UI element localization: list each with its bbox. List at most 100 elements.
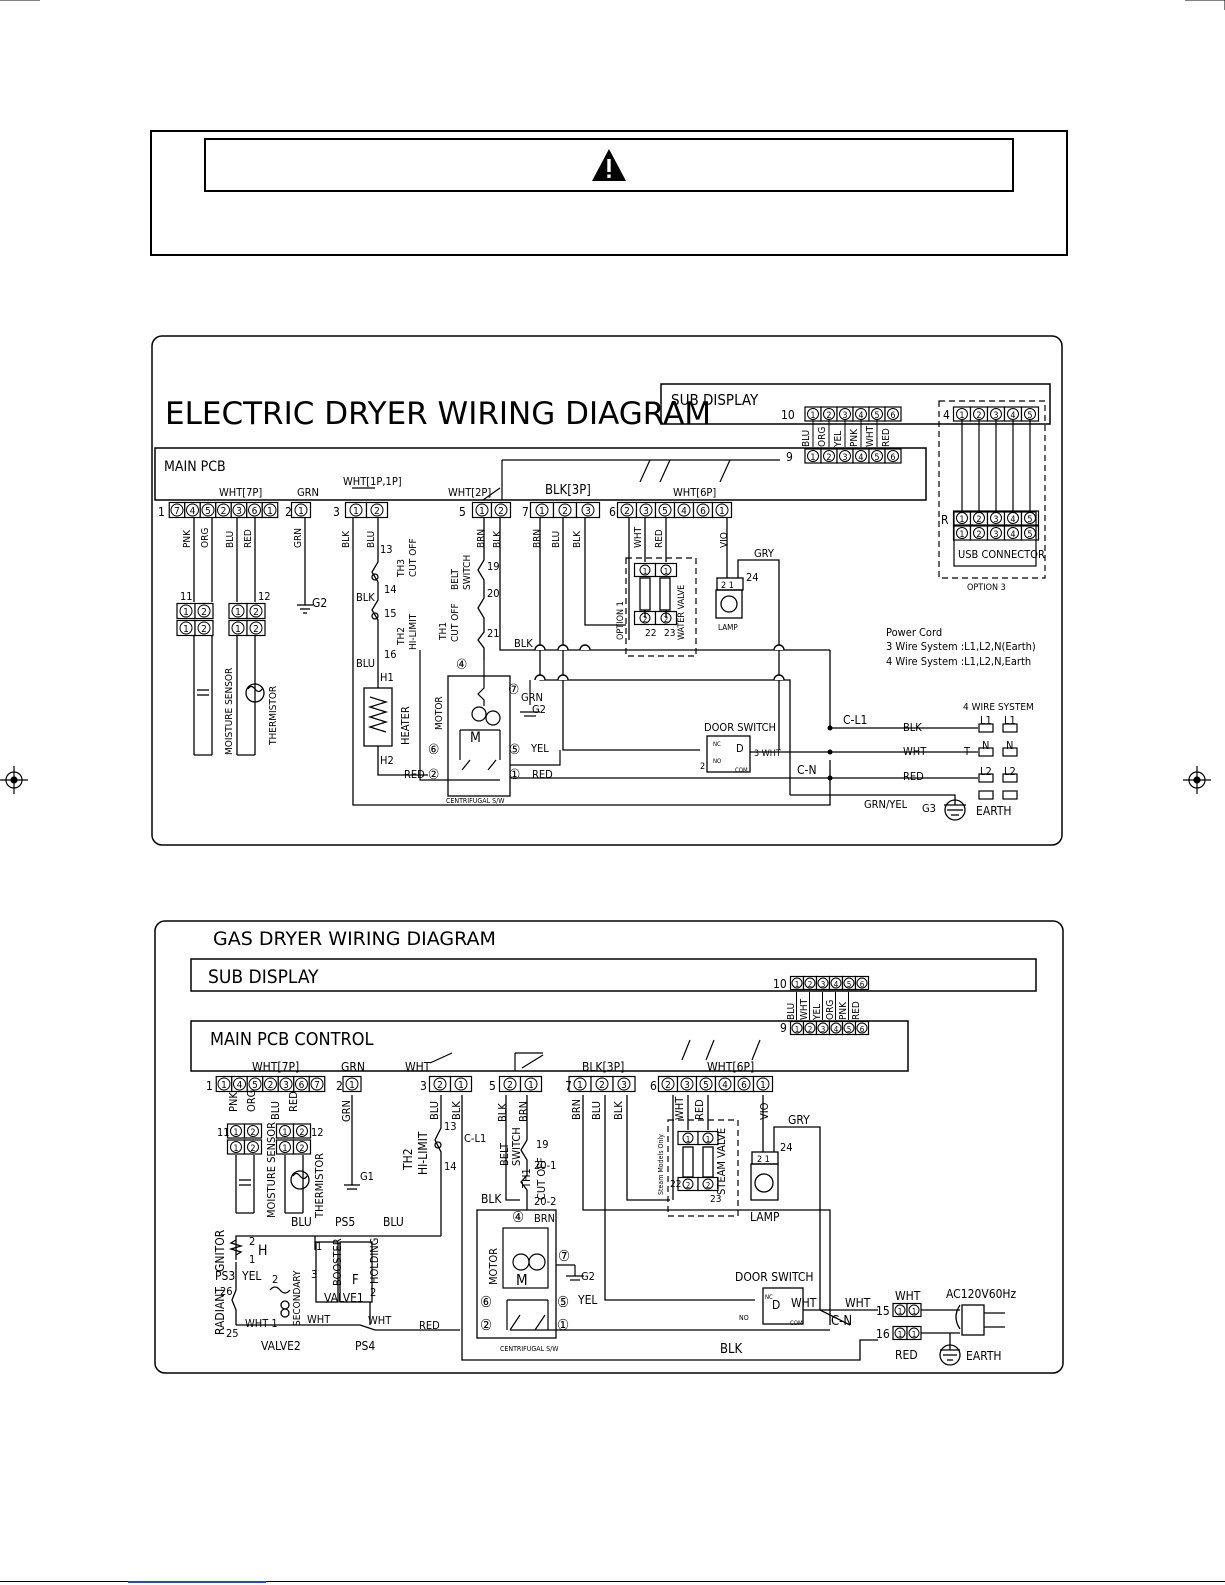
label: 1 (249, 1253, 255, 1266)
label: GRN/YEL (864, 798, 908, 811)
connector-pin-ring (232, 503, 246, 517)
sub-wire-color-label: WHT (799, 998, 810, 1020)
connector-pin-number: 1 (643, 567, 648, 576)
warning-triangle-icon (592, 149, 626, 181)
label: G2 (312, 596, 327, 610)
connector-pin-ring (197, 604, 211, 618)
connector-pin-number: 3 (842, 411, 847, 421)
connector-pin-number: 1 (912, 1307, 917, 1316)
water-valve-label: WATER VALVE (677, 585, 687, 640)
label: ORG (245, 1090, 258, 1112)
connector-pin-ring (454, 1077, 468, 1091)
label: BLU (383, 1215, 404, 1229)
connector-pin-number: 2 (201, 607, 207, 618)
label: RED (895, 1348, 918, 1362)
label: ⑤ (557, 1293, 569, 1311)
connector-pin-number: 2 (221, 506, 227, 517)
connector-pin-ring (715, 503, 729, 517)
registration-mark-left (0, 766, 28, 794)
steam-valve-label: STEAM VALVE (715, 1128, 728, 1195)
connector-pin-number: 6 (700, 506, 706, 517)
gas-motor-label: MOTOR (487, 1248, 500, 1285)
label: WHT[7P] (219, 486, 262, 499)
label: RED (532, 768, 553, 781)
connector-pin-number: 2 (299, 1128, 304, 1138)
connector-pin-number: 1 (282, 1144, 287, 1154)
label: C-N (797, 763, 817, 777)
label: BLK (481, 1192, 502, 1206)
label: BLK (341, 530, 352, 548)
connector-pin-number: 6 (890, 411, 895, 421)
connector-pin-number: 6 (890, 453, 895, 463)
connector-pin-number: 1 (898, 1330, 903, 1339)
connector-pin-number: 1 (959, 411, 964, 421)
connector-pin-ring (231, 604, 245, 618)
label: CUT OFF (408, 538, 419, 577)
connector-pin-ring (1024, 408, 1036, 420)
connector-pin-number: 5 (847, 1025, 852, 1034)
sub-wire-color-label: PNK (849, 428, 860, 447)
connector-pin-number: 2 (498, 506, 504, 517)
label: GRY (788, 1113, 810, 1127)
connector-pin-ring (661, 1077, 675, 1091)
connector-pin-ring (990, 527, 1002, 539)
connector-pin-ring (263, 503, 277, 517)
label: VALVE2 (261, 1339, 301, 1353)
label: G3 (922, 802, 936, 815)
label: H1 (380, 671, 394, 684)
option3-label: OPTION 3 (967, 583, 1006, 593)
connector-pin (575, 501, 601, 519)
connector-pin-ring (658, 503, 672, 517)
label: 4 Wire System :L1,L2,N,Earth (886, 655, 1031, 668)
connector-pin-ring (279, 1141, 291, 1153)
connector-pin-ring (956, 408, 968, 420)
connector-pin-ring (823, 450, 835, 462)
label: L2 (1004, 765, 1016, 778)
label: 2 (285, 505, 292, 519)
connector-pin-number: 3 (684, 1080, 690, 1091)
connector-pin-number: 2 (374, 506, 380, 517)
label: T (963, 745, 971, 758)
gas-sub-display-label: SUB DISPLAY (208, 966, 319, 988)
connector-pin-ring (856, 977, 868, 989)
connector-pin-ring (791, 1022, 803, 1034)
label: 9 (780, 1021, 787, 1035)
connector-pin-ring (887, 450, 899, 462)
terminal-block (1002, 723, 1018, 733)
connector-pin-ring (990, 408, 1002, 420)
label: PS4 (355, 1339, 375, 1353)
wire-crossing (534, 674, 546, 681)
connector-pin-number: 6 (252, 506, 258, 517)
sub-wire-color-label: RED (851, 1001, 862, 1020)
label: 19 (487, 560, 500, 573)
connector-pin-ring (973, 408, 985, 420)
connector-pin-number: 5 (874, 453, 879, 463)
wire-junction (827, 749, 833, 755)
connector-pin-ring (247, 1125, 259, 1137)
connector-pin-ring (699, 1077, 713, 1091)
electric-door-switch (706, 735, 751, 773)
connector-pin-ring (817, 1022, 829, 1034)
connector-pin-number: 2 (253, 624, 259, 635)
connector-pin-number: 4 (681, 506, 687, 517)
label: L1 (980, 714, 992, 727)
connector-pin-number: 1 (458, 1080, 464, 1091)
heater-label: HEATER (399, 706, 412, 745)
connector-pin-ring (524, 1077, 538, 1091)
steam-option-box (667, 1119, 739, 1217)
connector-pin-ring (230, 1141, 242, 1153)
label: BLU (551, 531, 562, 548)
label: BRN (532, 529, 543, 548)
terminal-block (1002, 747, 1018, 757)
connector-pin-number: 1 (898, 1307, 903, 1316)
label: 1 (206, 1079, 213, 1093)
connector-pin-number: 2 (253, 607, 259, 618)
sub-wire-color-label: YEL (833, 431, 844, 448)
